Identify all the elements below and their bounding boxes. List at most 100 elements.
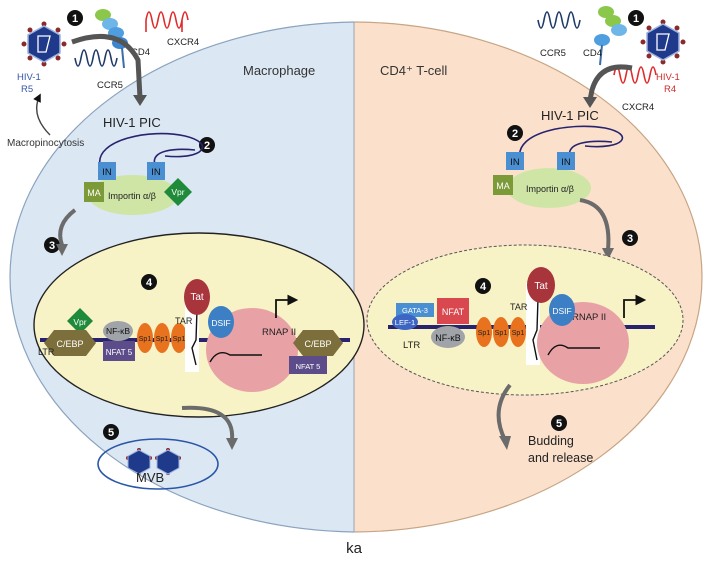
matrix-right (493, 175, 513, 195)
entry-arrowhead-left (133, 95, 147, 106)
svg-text:Tat: Tat (534, 281, 548, 292)
tar-label-left: TAR (175, 316, 193, 326)
sp1-group-right: Sp1 Sp1 Sp1 (476, 317, 526, 347)
svg-text:IN: IN (151, 167, 161, 178)
svg-text:C/EBP: C/EBP (56, 339, 83, 349)
matrix-left (84, 182, 104, 202)
svg-text:Sp1: Sp1 (156, 336, 169, 343)
virus-label-r4-line1: HIV-1 (656, 72, 680, 83)
virus-label-r5-line2: R5 (21, 84, 33, 95)
sp1-group-left: Sp1 Sp1 Sp1 (137, 323, 187, 353)
viral-dna-loop-left (99, 132, 204, 166)
integrase-left-a (98, 162, 116, 180)
svg-text:MA: MA (496, 181, 510, 191)
svg-text:5: 5 (556, 418, 562, 430)
svg-text:NFAT 5: NFAT 5 (106, 348, 133, 357)
macropinocytosis-arrow (33, 93, 51, 136)
svg-text:1: 1 (72, 13, 78, 25)
svg-text:Vpr: Vpr (73, 317, 86, 327)
dsif-left (208, 306, 234, 338)
ccr5-receptor-right (537, 11, 581, 29)
svg-text:Vpr: Vpr (171, 187, 184, 197)
entry-arrow-left (71, 33, 143, 99)
step-marker-left-4: 4 (141, 274, 157, 290)
step-marker-right-2: 2 (507, 125, 523, 141)
cd4-label-left: CD4 (131, 47, 150, 58)
svg-text:IN: IN (510, 157, 520, 168)
rnap-label-right: RNAP II (572, 312, 606, 323)
step-marker-right-1: 1 (628, 10, 644, 26)
cd4-label-right: CD4 (583, 48, 602, 59)
svg-text:Sp1: Sp1 (495, 330, 508, 337)
ccr5-label-right: CCR5 (540, 48, 566, 59)
svg-text:IN: IN (561, 157, 571, 168)
mvb-compartment (97, 438, 219, 490)
svg-text:2: 2 (512, 128, 518, 140)
tat-right (527, 267, 555, 303)
cxcr4-label-left: CXCR4 (167, 37, 199, 48)
macropinocytosis-label: Macropinocytosis (7, 138, 84, 149)
tar-rna-right (532, 297, 539, 361)
svg-text:3: 3 (627, 233, 633, 245)
tar-box-left (185, 297, 199, 372)
nfat5-right (289, 356, 327, 374)
svg-text:Sp1: Sp1 (139, 336, 152, 343)
tat-left (184, 279, 210, 315)
svg-text:4: 4 (146, 277, 153, 289)
dsif-right (549, 294, 575, 326)
import-arrow-left (58, 208, 77, 246)
entry-arrow-right (587, 64, 633, 101)
svg-text:C/EBP: C/EBP (304, 339, 331, 349)
integrase-right-b (557, 152, 575, 170)
virus-label-r4-line2: R4 (664, 84, 676, 95)
budding-label-line1: Budding (528, 434, 574, 448)
cebp-right (293, 330, 343, 356)
importin-label-right: Importin α/β (526, 184, 574, 194)
step-marker-right-4: 4 (475, 278, 491, 294)
svg-text:Sp1: Sp1 (173, 336, 186, 343)
integrase-left-b (147, 162, 165, 180)
svg-text:1: 1 (633, 13, 639, 25)
rnap-label-left: RNAP II (262, 327, 296, 338)
transcription-arrow-left (275, 294, 299, 318)
svg-text:DSIF: DSIF (552, 306, 571, 316)
tcell-title: CD4⁺ T-cell (380, 63, 447, 78)
importin-right (507, 168, 591, 208)
vpr-cytoplasm (164, 178, 192, 206)
step-marker-right-5: 5 (551, 415, 567, 431)
cd4-receptor-right (594, 6, 627, 66)
svg-text:MA: MA (87, 188, 101, 198)
step-marker-right-3: 3 (622, 230, 638, 246)
gata3-box (396, 303, 434, 317)
ccr5-receptor-left (74, 49, 118, 67)
diagram-canvas: Macrophage CD4⁺ T-cell HIV-1 R5 CD4 CXCR… (7, 6, 703, 533)
hiv-virion-r5 (21, 21, 67, 67)
pic-label-right: HIV-1 PIC (541, 108, 599, 123)
step-marker-left-3: 3 (44, 237, 60, 253)
svg-text:Tat: Tat (190, 292, 204, 303)
nfat-box (437, 298, 469, 324)
tar-rna-left (191, 309, 198, 366)
svg-text:5: 5 (108, 427, 114, 439)
svg-text:Sp1: Sp1 (512, 330, 525, 337)
svg-text:3: 3 (49, 240, 55, 252)
cxcr4-receptor-right (613, 66, 657, 84)
ltr-label-left: LTR (38, 347, 55, 357)
virus-label-r5-line1: HIV-1 (17, 72, 41, 83)
importin-left (88, 175, 178, 215)
transcription-arrow-right (623, 294, 647, 318)
step-marker-left-2: 2 (199, 137, 215, 153)
importin-label-left: Importin α/β (108, 191, 156, 201)
cebp-left (44, 330, 96, 356)
nfkb-left (103, 321, 133, 341)
mvb-virion-b (155, 448, 181, 475)
import-arrow-right (579, 198, 611, 251)
egress-arrow-left (181, 405, 235, 441)
svg-text:GATA-3: GATA-3 (402, 306, 428, 315)
svg-text:NFAT: NFAT (442, 307, 465, 317)
ltr-label-right: LTR (403, 340, 420, 351)
integrase-right-a (506, 152, 524, 170)
lef1-oval (392, 314, 418, 330)
hiv-virion-r4 (640, 19, 686, 65)
mvb-label: MVB (136, 470, 164, 485)
